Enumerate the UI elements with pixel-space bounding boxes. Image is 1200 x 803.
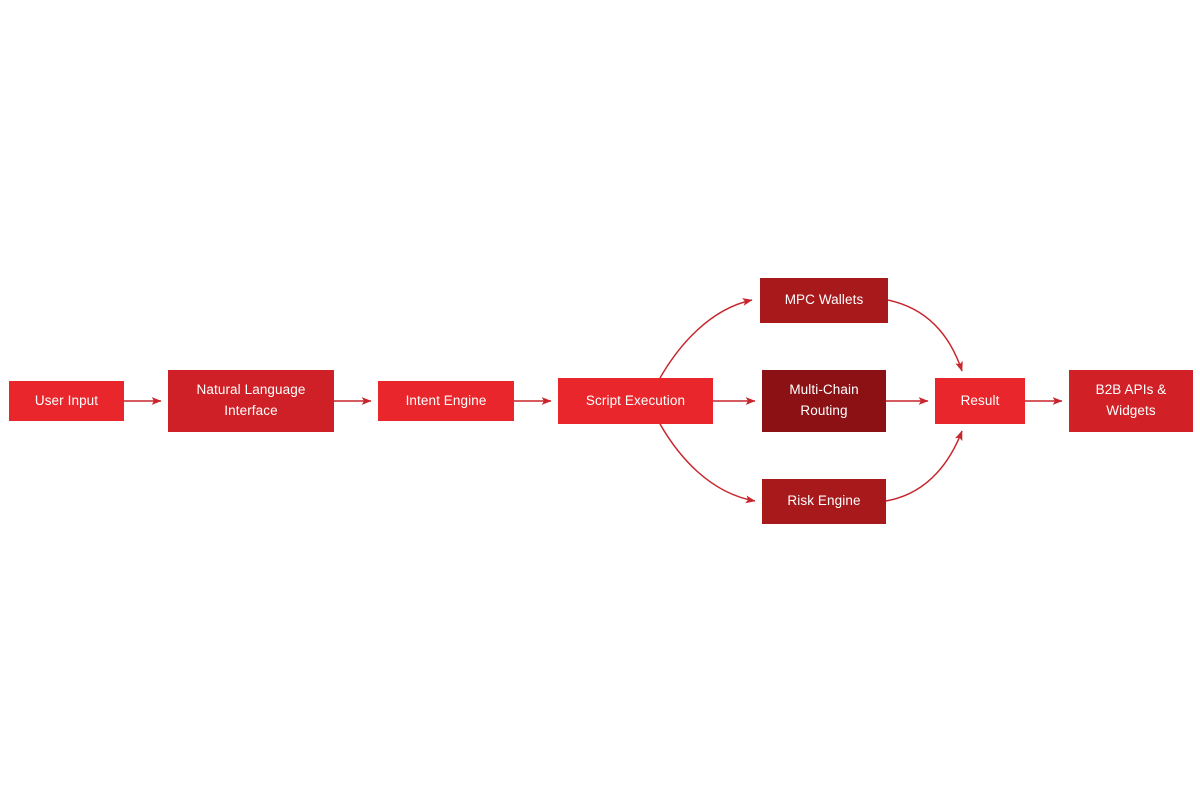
edge-script-execution-to-risk-engine xyxy=(659,423,756,504)
node-risk-engine-label: Risk Engine xyxy=(787,493,861,509)
node-b2b-apis-widgets[interactable]: B2B APIs & Widgets xyxy=(1069,370,1193,432)
node-user-input-label: User Input xyxy=(34,392,99,408)
edge-risk-engine-to-result xyxy=(885,430,963,502)
node-intent-engine-label: Intent Engine xyxy=(405,392,487,408)
node-mpc-wallets[interactable]: MPC Wallets xyxy=(760,278,888,323)
node-multi-chain-routing-label: Multi-Chain Routing xyxy=(789,382,859,418)
node-multi-chain-routing[interactable]: Multi-Chain Routing xyxy=(762,370,886,432)
node-result[interactable]: Result xyxy=(935,378,1025,424)
node-mpc-wallets-label: MPC Wallets xyxy=(784,292,864,308)
node-user-input[interactable]: User Input xyxy=(9,381,124,421)
node-result-label: Result xyxy=(960,392,1000,408)
node-intent-engine[interactable]: Intent Engine xyxy=(378,381,514,421)
node-script-execution-label: Script Execution xyxy=(585,392,686,408)
node-natural-language-interface[interactable]: Natural Language Interface xyxy=(168,370,334,432)
node-risk-engine[interactable]: Risk Engine xyxy=(762,479,886,524)
node-b2b-apis-widgets-label: B2B APIs & Widgets xyxy=(1095,382,1167,418)
edge-mpc-wallets-to-result xyxy=(887,299,963,372)
edge-script-execution-to-mpc-wallets xyxy=(659,298,753,379)
node-script-execution[interactable]: Script Execution xyxy=(558,378,713,424)
node-natural-language-interface-label: Natural Language Interface xyxy=(196,382,306,418)
